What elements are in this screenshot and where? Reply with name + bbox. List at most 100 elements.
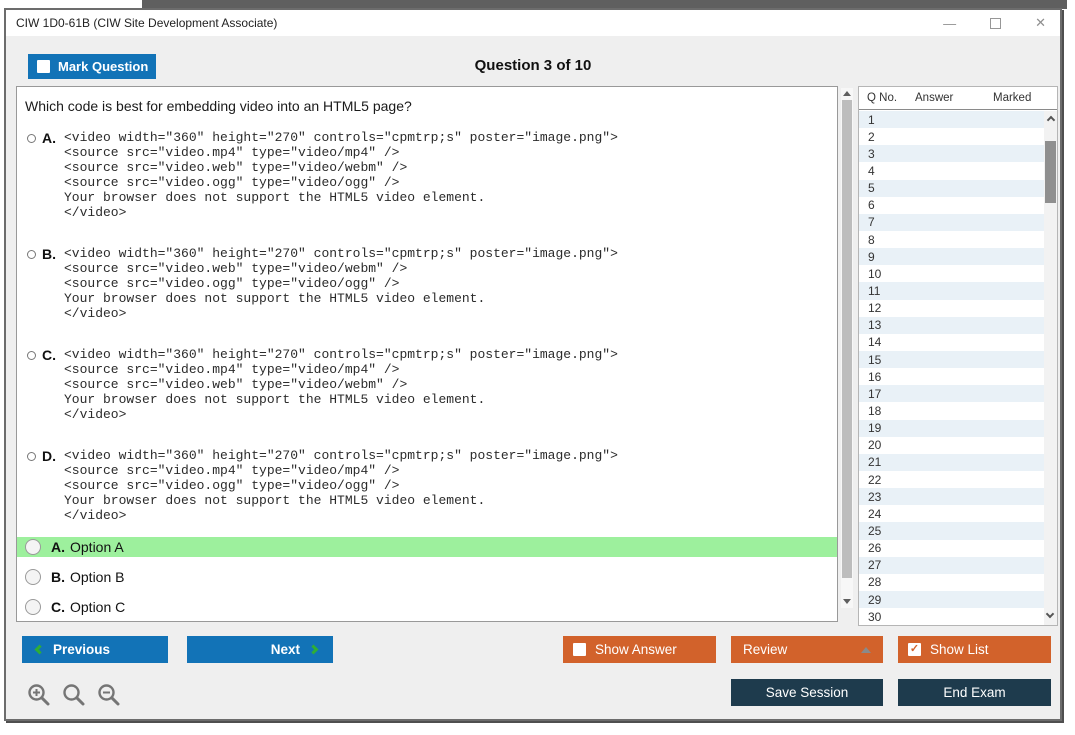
save-session-button[interactable]: Save Session bbox=[731, 679, 883, 706]
scroll-down-icon[interactable] bbox=[843, 599, 851, 604]
qno-cell: 20 bbox=[868, 438, 882, 453]
code-option: B. <video width="360" height="270" contr… bbox=[27, 246, 837, 321]
next-button[interactable]: Next bbox=[187, 636, 333, 663]
triangle-up-icon bbox=[861, 646, 871, 653]
question-list-row[interactable]: 14 bbox=[859, 334, 1045, 351]
code-option-radio[interactable] bbox=[27, 452, 36, 461]
next-label: Next bbox=[270, 642, 300, 657]
zoom-reset-icon[interactable] bbox=[61, 682, 87, 708]
answer-option-row[interactable]: B. Option B bbox=[17, 567, 837, 587]
qno-cell: 8 bbox=[868, 232, 875, 247]
show-list-checkbox[interactable] bbox=[908, 643, 921, 656]
answer-options: A. Option A B. Option B C. Option C bbox=[17, 537, 837, 617]
question-list-rows: 1 2 3 bbox=[859, 111, 1045, 625]
show-answer-checkbox[interactable] bbox=[573, 643, 586, 656]
list-scroll-down-icon[interactable] bbox=[1045, 609, 1055, 619]
zoom-toolbar bbox=[26, 682, 122, 708]
answer-option-radio[interactable] bbox=[25, 599, 41, 615]
chevron-left-icon bbox=[34, 644, 45, 655]
code-option-code: <video width="360" height="270" controls… bbox=[64, 347, 618, 422]
answer-option-row[interactable]: A. Option A bbox=[17, 537, 837, 557]
code-option-code: <video width="360" height="270" controls… bbox=[64, 448, 618, 523]
question-scrollbar-thumb[interactable] bbox=[842, 100, 852, 578]
question-list-row[interactable]: 23 bbox=[859, 488, 1045, 506]
code-option-letter: C. bbox=[42, 347, 56, 363]
question-list-row[interactable]: 1 bbox=[859, 111, 1045, 129]
zoom-out-icon[interactable] bbox=[96, 682, 122, 708]
mark-question-button[interactable]: Mark Question bbox=[28, 54, 156, 79]
qno-cell: 4 bbox=[868, 163, 875, 178]
question-list-row[interactable]: 20 bbox=[859, 437, 1045, 454]
answer-option-radio[interactable] bbox=[25, 569, 41, 585]
question-list-row[interactable]: 30 bbox=[859, 608, 1045, 625]
answer-option-label: Option A bbox=[70, 539, 124, 555]
code-option-radio[interactable] bbox=[27, 351, 36, 360]
question-list-row[interactable]: 18 bbox=[859, 402, 1045, 419]
list-scroll-up-icon[interactable] bbox=[1046, 115, 1055, 125]
question-prompt: Which code is best for embedding video i… bbox=[25, 98, 412, 114]
question-list-scrollbar[interactable] bbox=[1044, 111, 1057, 625]
code-option-radio[interactable] bbox=[27, 134, 36, 143]
question-scrollbar[interactable] bbox=[841, 88, 853, 608]
code-option: C. <video width="360" height="270" contr… bbox=[27, 347, 837, 422]
question-list-row[interactable]: 22 bbox=[859, 471, 1045, 488]
qno-cell: 3 bbox=[868, 146, 875, 161]
close-button[interactable]: ✕ bbox=[1035, 15, 1046, 30]
qno-cell: 5 bbox=[868, 181, 875, 196]
qno-cell: 14 bbox=[868, 335, 882, 350]
question-list-row[interactable]: 25 bbox=[859, 522, 1045, 540]
minimize-button[interactable]: — bbox=[943, 15, 957, 31]
review-label: Review bbox=[743, 642, 788, 657]
maximize-button[interactable] bbox=[990, 17, 1002, 29]
zoom-in-icon[interactable] bbox=[26, 682, 52, 708]
column-marked: Marked bbox=[993, 92, 1032, 104]
answer-option-letter: C. bbox=[51, 599, 65, 615]
mark-question-checkbox[interactable] bbox=[37, 60, 50, 73]
question-list-row[interactable]: 15 bbox=[859, 350, 1045, 369]
question-list-row[interactable]: 29 bbox=[859, 590, 1045, 609]
scroll-up-icon[interactable] bbox=[843, 91, 851, 96]
show-list-label: Show List bbox=[930, 642, 989, 657]
question-list-row[interactable]: 28 bbox=[859, 574, 1045, 591]
show-list-button[interactable]: Show List bbox=[898, 636, 1051, 663]
question-list-row[interactable]: 6 bbox=[859, 197, 1045, 214]
qno-cell: 22 bbox=[868, 472, 882, 487]
qno-cell: 21 bbox=[868, 455, 882, 470]
question-list-row[interactable]: 26 bbox=[859, 540, 1045, 557]
question-list-row[interactable]: 3 bbox=[859, 145, 1045, 163]
question-list-row[interactable]: 8 bbox=[859, 231, 1045, 248]
answer-option-radio[interactable] bbox=[25, 539, 41, 555]
qno-cell: 27 bbox=[868, 558, 882, 573]
question-list-row[interactable]: 16 bbox=[859, 368, 1045, 385]
column-qno: Q No. bbox=[867, 92, 898, 104]
question-list-row[interactable]: 19 bbox=[859, 419, 1045, 437]
question-list-row[interactable]: 12 bbox=[859, 300, 1045, 317]
question-list-row[interactable]: 13 bbox=[859, 316, 1045, 334]
qno-cell: 28 bbox=[868, 575, 882, 590]
question-list-row[interactable]: 27 bbox=[859, 556, 1045, 574]
question-list-row[interactable]: 17 bbox=[859, 385, 1045, 403]
review-dropdown[interactable]: Review bbox=[731, 636, 883, 663]
question-list-row[interactable]: 11 bbox=[859, 282, 1045, 300]
previous-button[interactable]: Previous bbox=[22, 636, 168, 663]
show-answer-button[interactable]: Show Answer bbox=[563, 636, 716, 663]
question-list-row[interactable]: 5 bbox=[859, 179, 1045, 197]
question-list-scrollbar-thumb[interactable] bbox=[1045, 141, 1056, 203]
question-list-header: Q No. Answer Marked bbox=[859, 87, 1057, 110]
code-option-radio[interactable] bbox=[27, 250, 36, 259]
end-exam-button[interactable]: End Exam bbox=[898, 679, 1051, 706]
answer-option-row[interactable]: C. Option C bbox=[17, 597, 837, 617]
question-list-row[interactable]: 21 bbox=[859, 453, 1045, 471]
title-bar: CIW 1D0-61B (CIW Site Development Associ… bbox=[6, 10, 1060, 36]
answer-option-label: Option C bbox=[70, 599, 126, 615]
qno-cell: 6 bbox=[868, 198, 875, 213]
question-list-row[interactable]: 2 bbox=[859, 128, 1045, 145]
qno-cell: 16 bbox=[868, 369, 882, 384]
answer-option-label: Option B bbox=[70, 569, 125, 585]
qno-cell: 10 bbox=[868, 266, 882, 281]
question-list-row[interactable]: 9 bbox=[859, 248, 1045, 266]
question-list-row[interactable]: 4 bbox=[859, 162, 1045, 179]
question-list-row[interactable]: 7 bbox=[859, 213, 1045, 231]
question-list-row[interactable]: 10 bbox=[859, 265, 1045, 282]
question-list-row[interactable]: 24 bbox=[859, 505, 1045, 522]
